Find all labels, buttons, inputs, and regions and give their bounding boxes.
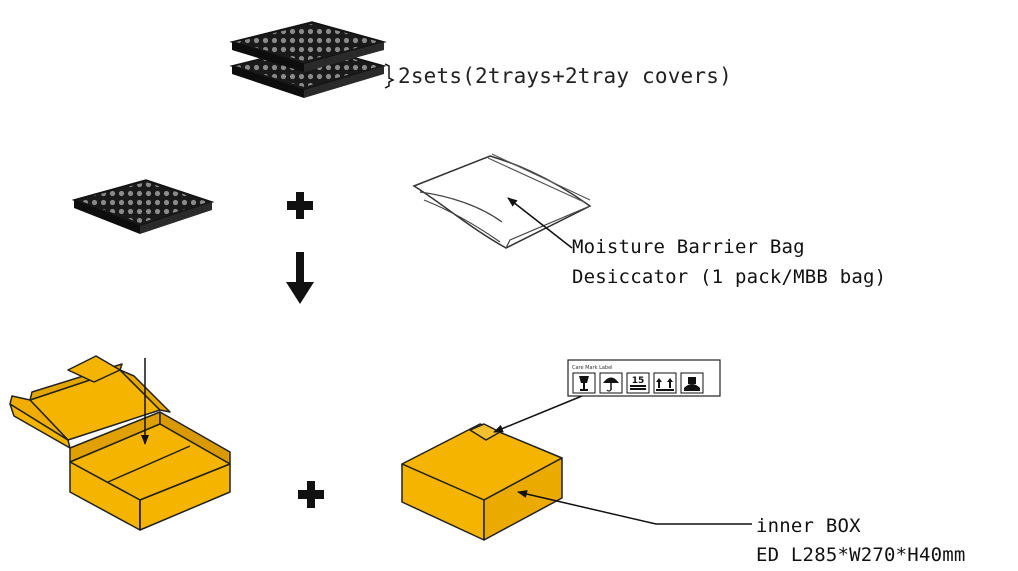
plus-operator-top: [287, 192, 313, 219]
fragile-icon: [572, 372, 596, 394]
moisture-barrier-bag-label: Moisture Barrier Bag: [572, 236, 805, 258]
handle-with-care-icon: [680, 372, 704, 394]
this-way-up-icon: [653, 372, 677, 394]
open-box: [9, 355, 231, 531]
inner-box-leader-line: [517, 490, 752, 525]
desiccator-label: Desiccator (1 pack/MBB bag): [572, 266, 887, 288]
plus-operator-bottom: [298, 481, 324, 508]
inner-box-dimensions-label: ED L285*W270*H40mm: [756, 544, 966, 566]
tray-sets-label: 2sets(2trays+2tray covers): [398, 64, 732, 88]
tray-upper: [229, 21, 387, 72]
down-arrow: [286, 252, 314, 304]
stacking-limit-15-icon: 15: [626, 372, 650, 394]
tray-stack: [229, 21, 395, 98]
care-mark-label: Care Mark Label 15: [567, 359, 721, 397]
inner-box-label: inner BOX: [756, 515, 861, 537]
tray-single: [71, 179, 215, 234]
keep-dry-icon: [599, 372, 623, 394]
moisture-barrier-bag: [412, 153, 592, 249]
mbb-leader-line: [507, 197, 573, 249]
stacking-limit-value: 15: [632, 376, 645, 386]
closed-box: [401, 423, 563, 541]
care-label-leader-line: [493, 395, 583, 433]
care-mark-label-header: Care Mark Label: [572, 365, 613, 371]
tray-bracket: [384, 63, 395, 89]
